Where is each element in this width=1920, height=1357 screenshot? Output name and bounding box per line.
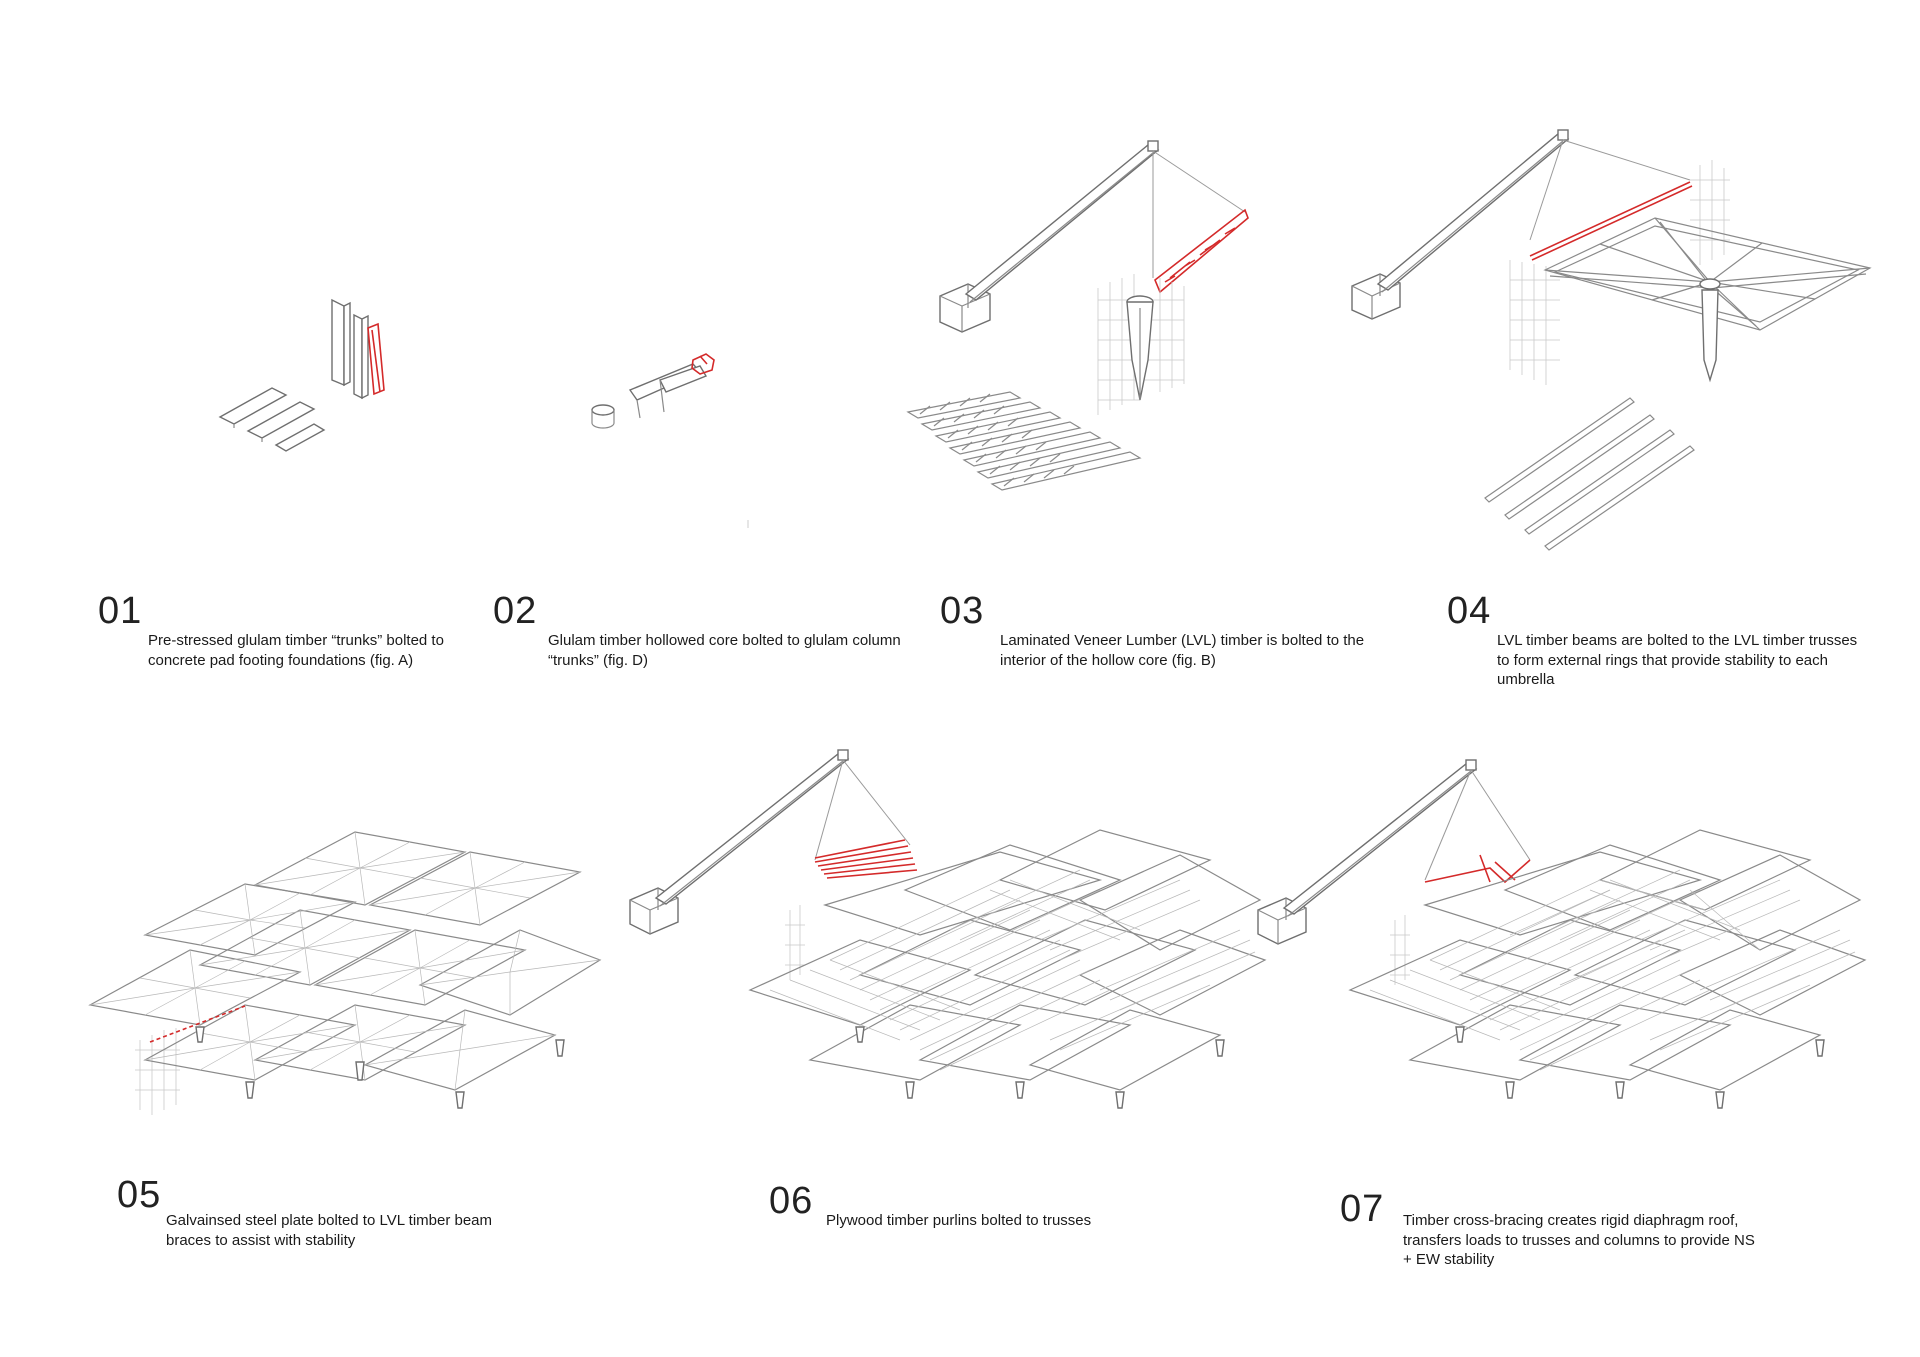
step-number: 03 xyxy=(940,590,985,632)
step-caption: Pre-stressed glulam timber “trunks” bolt… xyxy=(148,632,444,669)
step-01-drawing xyxy=(218,298,385,452)
step-caption: Glulam timber hollowed core bolted to gl… xyxy=(548,632,901,669)
step-06-drawing xyxy=(629,749,1267,1109)
step-03-drawing xyxy=(906,140,1249,491)
step-number: 04 xyxy=(1447,590,1492,632)
step-number: 06 xyxy=(769,1180,814,1222)
step-07-drawing xyxy=(1257,759,1867,1109)
step-05-drawing xyxy=(88,831,602,1115)
step-number: 07 xyxy=(1340,1188,1385,1230)
step-caption: Plywood timber purlins bolted to trusses xyxy=(826,1212,1092,1229)
step-number: 02 xyxy=(493,590,538,632)
step-caption: Galvainsed steel plate bolted to LVL tim… xyxy=(166,1212,493,1249)
step-caption: LVL timber beams are bolted to the LVL t… xyxy=(1497,632,1858,688)
step-caption: Laminated Veneer Lumber (LVL) timber is … xyxy=(1000,632,1365,669)
step-caption: Timber cross-bracing creates rigid diaph… xyxy=(1403,1212,1755,1268)
step-04-drawing xyxy=(1351,129,1872,551)
step-number: 05 xyxy=(117,1174,162,1216)
step-number: 01 xyxy=(98,590,143,632)
step-02-drawing xyxy=(591,353,749,528)
